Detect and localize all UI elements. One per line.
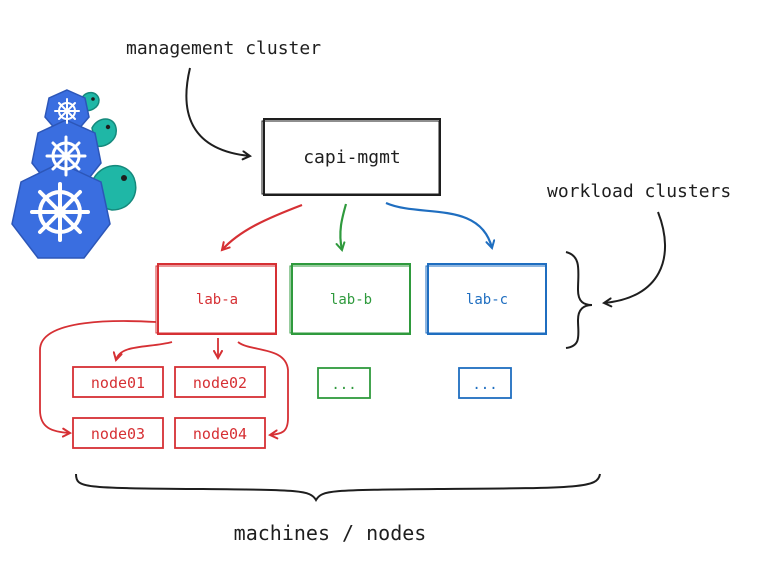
cluster-box-lab-c: lab-c <box>425 263 547 335</box>
node-box-node02: node02 <box>174 366 266 398</box>
machines-brace <box>75 473 601 502</box>
capi-mgmt-label: capi-mgmt <box>303 147 401 168</box>
node-box-node03: node03 <box>72 417 164 449</box>
node-box-node01: node01 <box>72 366 164 398</box>
cluster-label-lab-a: lab-a <box>196 292 238 308</box>
arrow-to-lab-c <box>385 201 492 248</box>
node-box-ellipsis-lab-c: ... <box>458 367 512 399</box>
cluster-label-lab-c: lab-c <box>466 292 508 308</box>
cluster-label-lab-b: lab-b <box>330 292 372 308</box>
capi-mgmt-box: capi-mgmt <box>261 118 441 196</box>
node-box-ellipsis-lab-b: ... <box>317 367 371 399</box>
workload-brace <box>565 251 593 349</box>
workload-arrow <box>604 211 666 303</box>
machines-nodes-label: machines / nodes <box>234 521 427 545</box>
cluster-box-lab-a: lab-a <box>155 263 277 335</box>
arrow-to-lab-b <box>340 203 348 250</box>
node-label: node01 <box>91 374 145 392</box>
ellipsis-label: ... <box>472 377 497 393</box>
lab-a-node-connectors <box>39 320 289 435</box>
node-label: node03 <box>91 425 145 443</box>
kubernetes-turtle-stack-icon <box>11 89 137 259</box>
management-cluster-label: management cluster <box>126 38 321 59</box>
node-box-node04: node04 <box>174 417 266 449</box>
node-label: node02 <box>193 374 247 392</box>
management-arrow <box>185 67 250 156</box>
node-label: node04 <box>193 425 247 443</box>
cluster-box-lab-b: lab-b <box>289 263 411 335</box>
arrow-to-lab-a <box>222 203 303 250</box>
ellipsis-label: ... <box>331 377 356 393</box>
workload-clusters-label: workload clusters <box>547 181 731 202</box>
